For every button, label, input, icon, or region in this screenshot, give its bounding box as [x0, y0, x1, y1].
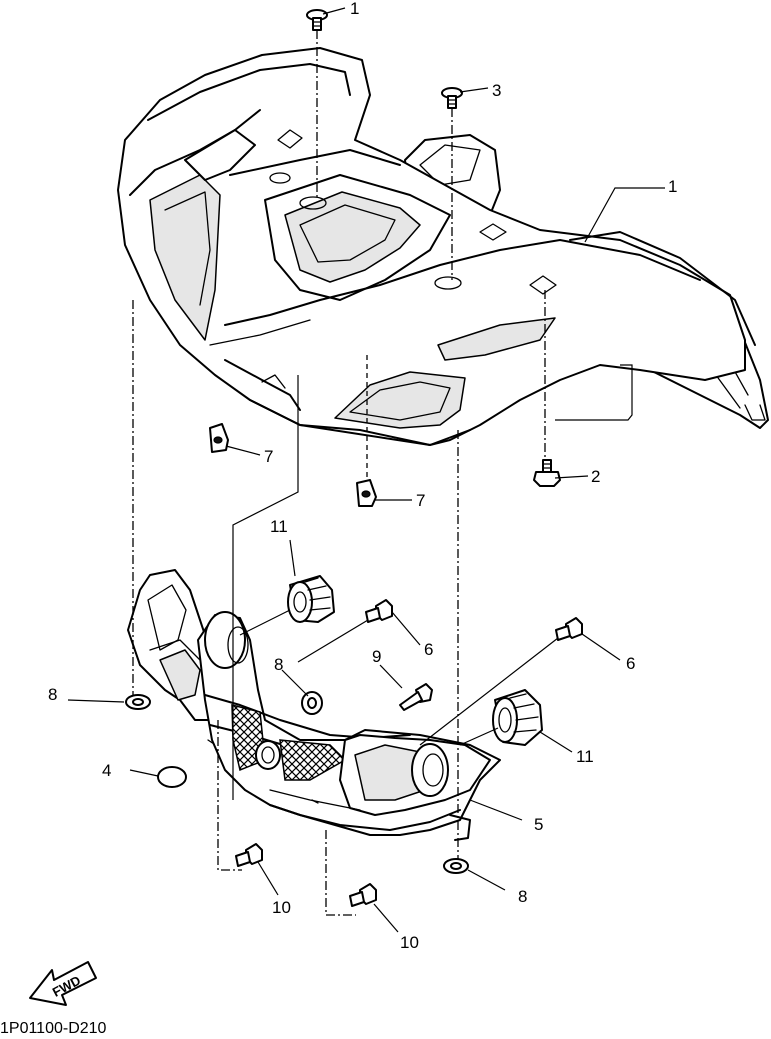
- front-fender: [117, 47, 769, 446]
- grommet-11-right: [492, 689, 543, 746]
- callout-10-right: 10: [400, 933, 419, 952]
- washer-8-left: [125, 694, 151, 710]
- callout-7-center: 7: [416, 491, 425, 510]
- callout-7-left: 7: [264, 447, 273, 466]
- screw-9: [399, 683, 433, 711]
- callout-8-center: 8: [274, 655, 283, 674]
- callout-9: 9: [372, 647, 381, 666]
- callout-3-center: 3: [492, 81, 501, 100]
- callout-leaders: [67, 7, 665, 933]
- callout-8-right: 8: [518, 887, 527, 906]
- callout-4: 4: [102, 761, 111, 780]
- callout-6-left: 6: [424, 640, 433, 659]
- emblem-4: [157, 740, 281, 788]
- callout-3-top: 1: [350, 0, 359, 18]
- front-guard-panel: [127, 569, 501, 841]
- clip-nut-7-left: [209, 423, 229, 453]
- callout-10-left: 10: [272, 898, 291, 917]
- callout-8-left: 8: [48, 685, 57, 704]
- screw-3-top: [306, 9, 328, 31]
- callout-5: 5: [534, 815, 543, 834]
- screw-3-center: [441, 87, 463, 109]
- callout-11-left: 11: [270, 517, 288, 536]
- washer-8-center: [301, 691, 323, 715]
- callout-11-right: 11: [576, 747, 594, 766]
- callout-numbers: 1 3 1 2 7 7 11 6 6 8 9 8 4 11 5 8 10 10: [48, 0, 677, 952]
- callout-2: 2: [591, 467, 600, 486]
- callout-1: 1: [668, 177, 677, 196]
- fwd-label: FWD: [50, 973, 83, 1000]
- bolt-6-right: [555, 617, 583, 641]
- bolt-10-left: [235, 843, 263, 867]
- callout-6-right: 6: [626, 654, 635, 673]
- fwd-arrow: FWD: [29, 961, 97, 1006]
- diagram-code: 1P01100-D210: [0, 1020, 107, 1037]
- bolt-6-left: [365, 599, 393, 623]
- assembly-lines: [132, 30, 633, 916]
- bolt-2: [533, 459, 561, 487]
- washer-8-right: [443, 858, 469, 874]
- grommet-11-left: [287, 575, 335, 623]
- clip-nut-7-center: [356, 479, 377, 507]
- bolt-10-right: [349, 883, 377, 907]
